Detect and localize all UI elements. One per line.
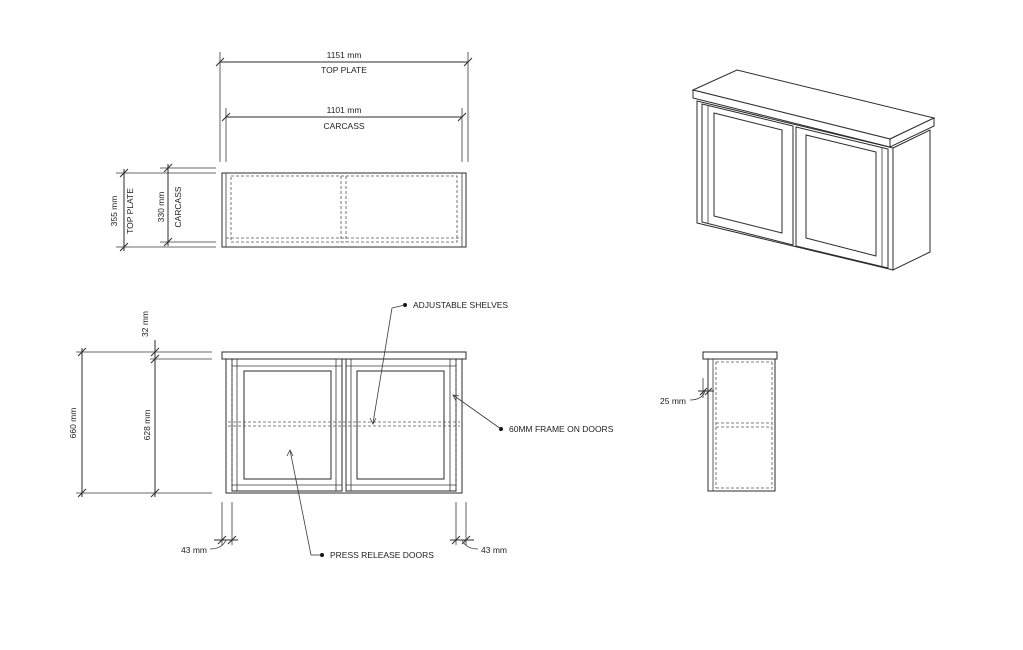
- carcass-width-label: CARCASS: [323, 121, 364, 131]
- callout-frame-on-doors: 60MM FRAME ON DOORS: [509, 424, 614, 434]
- overall-height-value: 660 mm: [68, 408, 78, 439]
- top-plate-depth-value: 355 mm: [109, 196, 119, 227]
- carcass-depth-label: CARCASS: [173, 186, 183, 227]
- carcass-depth-value: 330 mm: [156, 192, 166, 223]
- top-plate-depth-label: TOP PLATE: [125, 188, 135, 234]
- carcass-height-value: 628 mm: [142, 410, 152, 441]
- carcass-width-value: 1101 mm: [327, 105, 362, 115]
- left-inset-value: 43 mm: [181, 545, 207, 555]
- plan-view: 1151 mm TOP PLATE 1101 mm CARCASS 355 mm…: [109, 50, 473, 252]
- top-plate-thickness-value: 32 mm: [140, 311, 150, 337]
- side-elevation: 25 mm: [660, 351, 778, 492]
- right-inset-value: 43 mm: [481, 545, 507, 555]
- top-plate-width-label: TOP PLATE: [321, 65, 367, 75]
- callout-press-release-doors: PRESS RELEASE DOORS: [330, 550, 434, 560]
- side-offset-value: 25 mm: [660, 396, 686, 406]
- front-elevation: 660 mm 628 mm 32 mm 43 mm 43 mm ADJUSTAB…: [68, 300, 614, 560]
- isometric-view: [691, 69, 936, 271]
- top-plate-width-value: 1151 mm: [327, 50, 362, 60]
- callout-adjustable-shelves: ADJUSTABLE SHELVES: [413, 300, 508, 310]
